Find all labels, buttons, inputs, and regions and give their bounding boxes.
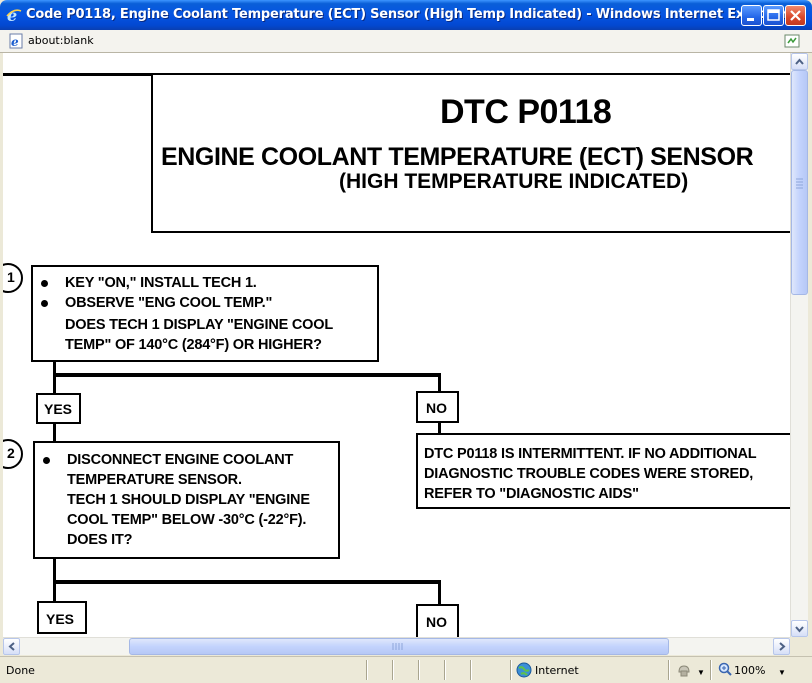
connector-step1-yes xyxy=(53,361,56,394)
step1-line-2: OBSERVE "ENG COOL TEMP." xyxy=(65,295,273,311)
page-viewport[interactable]: DTC P0118 ENGINE COOLANT TEMPERATURE (EC… xyxy=(3,53,790,637)
title-bar[interactable]: e Code P0118, Engine Coolant Temperature… xyxy=(0,0,812,30)
compatibility-view-icon[interactable] xyxy=(784,33,800,49)
zoom-magnifier-icon[interactable] xyxy=(718,662,732,676)
dtc-flowchart: DTC P0118 ENGINE COOLANT TEMPERATURE (EC… xyxy=(3,53,790,637)
scroll-right-button[interactable] xyxy=(773,638,790,655)
no-result-line-1: DTC P0118 IS INTERMITTENT. IF NO ADDITIO… xyxy=(424,446,757,462)
maximize-icon xyxy=(767,9,780,21)
step2-yes-label: YES xyxy=(46,611,75,627)
step1-no-box: NO xyxy=(416,391,459,423)
step1-bullet-1 xyxy=(41,280,48,287)
chevron-up-icon xyxy=(795,58,804,65)
step2-line-5: DOES IT? xyxy=(67,532,133,548)
connector-step2-branch xyxy=(53,580,441,584)
scroll-up-button[interactable] xyxy=(791,53,808,70)
zoom-level[interactable]: 100% xyxy=(734,664,766,677)
maximize-button[interactable] xyxy=(763,5,784,26)
vertical-scroll-thumb[interactable] xyxy=(791,70,808,295)
step2-bullet-1 xyxy=(43,457,50,464)
step2-no-box: NO xyxy=(416,604,459,637)
minimize-button[interactable] xyxy=(741,5,762,26)
step2-line-1: DISCONNECT ENGINE COOLANT xyxy=(67,452,294,468)
step2-circle: 2 xyxy=(3,439,23,469)
step1-line-3: DOES TECH 1 DISPLAY "ENGINE COOL xyxy=(65,317,333,333)
grip-icon xyxy=(796,178,803,189)
chevron-right-icon xyxy=(779,642,786,651)
step1-yes-label: YES xyxy=(44,401,73,417)
dtc-title: DTC P0118 xyxy=(440,93,612,131)
chevron-down-icon xyxy=(795,626,804,633)
vertical-scrollbar[interactable] xyxy=(790,53,808,637)
step1-bullet-2 xyxy=(41,300,48,307)
step1-line-4: TEMP" OF 140°C (284°F) OR HIGHER? xyxy=(65,337,322,353)
step1-line-1: KEY "ON," INSTALL TECH 1. xyxy=(65,275,257,291)
close-button[interactable] xyxy=(785,5,806,26)
step1-number: 1 xyxy=(7,269,15,285)
step2-line-2: TEMPERATURE SENSOR. xyxy=(67,472,242,488)
chevron-left-icon xyxy=(8,642,15,651)
step1-no-label: NO xyxy=(426,400,447,416)
connector-step2 xyxy=(53,423,56,441)
svg-text:e: e xyxy=(7,7,17,23)
connector-step1-branch xyxy=(53,373,441,377)
no-result-line-2: DIAGNOSTIC TROUBLE CODES WERE STORED, xyxy=(424,466,754,482)
header-box xyxy=(151,75,790,233)
grip-icon xyxy=(392,643,403,650)
svg-text:e: e xyxy=(11,35,19,49)
status-separator xyxy=(510,660,511,680)
scrollbar-corner xyxy=(790,637,807,654)
status-separator xyxy=(366,660,367,680)
page-icon: e xyxy=(9,33,23,49)
connector-step2-yes xyxy=(53,558,56,601)
window-title: Code P0118, Engine Coolant Temperature (… xyxy=(26,7,788,22)
minimize-icon xyxy=(747,18,754,21)
status-separator xyxy=(444,660,445,680)
step1-box xyxy=(31,265,379,362)
horizontal-scrollbar[interactable] xyxy=(3,637,790,655)
zoom-dropdown-icon[interactable]: ▼ xyxy=(778,668,786,677)
connector-step2-no xyxy=(438,580,441,604)
internet-explorer-icon: e xyxy=(6,7,22,23)
status-separator xyxy=(470,660,471,680)
scroll-left-button[interactable] xyxy=(3,638,20,655)
status-separator xyxy=(710,660,711,680)
status-separator xyxy=(392,660,393,680)
globe-icon xyxy=(516,662,532,678)
dtc-subtitle: ENGINE COOLANT TEMPERATURE (ECT) SENSOR xyxy=(161,143,754,171)
protected-mode-dropdown-icon[interactable]: ▼ xyxy=(697,668,705,677)
address-url[interactable]: about:blank xyxy=(28,34,94,47)
step2-no-label: NO xyxy=(426,614,447,630)
status-separator xyxy=(668,660,669,680)
dtc-subtitle-2: (HIGH TEMPERATURE INDICATED) xyxy=(339,170,689,193)
step2-yes-box: YES xyxy=(37,601,87,634)
protected-mode-icon[interactable] xyxy=(676,662,692,678)
close-icon xyxy=(790,10,801,21)
no-result-line-3: REFER TO "DIAGNOSTIC AIDS" xyxy=(424,486,639,502)
step2-number: 2 xyxy=(7,445,15,461)
address-bar[interactable]: e about:blank xyxy=(0,30,812,53)
status-text: Done xyxy=(6,664,35,677)
connector-step1-no xyxy=(438,373,441,391)
no-result-box xyxy=(416,433,790,509)
status-bar: Done Internet ▼ 100% ▼ xyxy=(0,656,812,683)
step2-line-4: COOL TEMP" BELOW -30°C (-22°F). xyxy=(67,512,307,528)
status-separator xyxy=(418,660,419,680)
security-zone[interactable]: Internet xyxy=(535,664,579,677)
top-rule xyxy=(3,73,790,76)
step2-box xyxy=(33,441,340,559)
connector-no-result xyxy=(438,423,441,435)
scroll-down-button[interactable] xyxy=(791,620,808,637)
step2-line-3: TECH 1 SHOULD DISPLAY "ENGINE xyxy=(67,492,310,508)
step1-yes-box: YES xyxy=(36,393,81,424)
horizontal-scroll-thumb[interactable] xyxy=(129,638,669,655)
step1-circle: 1 xyxy=(3,263,23,293)
